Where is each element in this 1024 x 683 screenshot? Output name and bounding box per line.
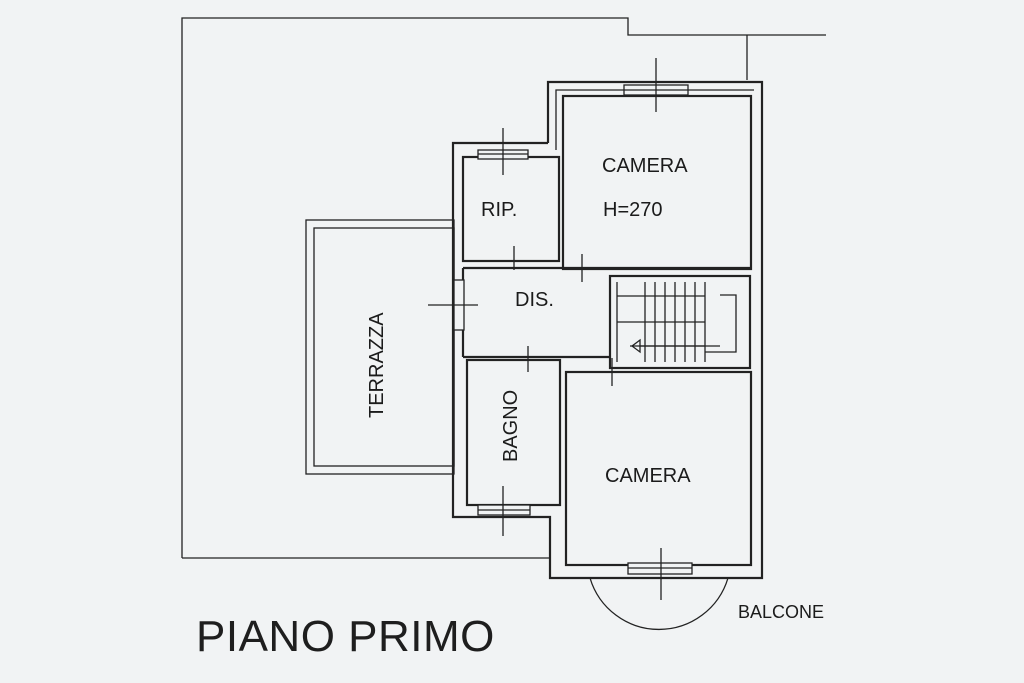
window-dis bbox=[428, 279, 478, 331]
staircase bbox=[616, 282, 737, 362]
room-label-dis: DIS. bbox=[515, 289, 554, 311]
window-top-camera bbox=[623, 58, 689, 112]
window-rip bbox=[477, 128, 529, 175]
window-bottom-camera bbox=[627, 548, 693, 600]
balcone-arc bbox=[589, 577, 729, 631]
door-marks bbox=[513, 246, 613, 386]
room-label-camera-bottom: CAMERA bbox=[605, 465, 691, 487]
room-label-bagno: BAGNO bbox=[500, 390, 522, 462]
window-bagno bbox=[477, 486, 531, 536]
plan-title: PIANO PRIMO bbox=[196, 612, 495, 661]
room-height-label: H=270 bbox=[603, 199, 663, 221]
room-label-camera-top: CAMERA bbox=[602, 155, 688, 177]
room-label-balcone: BALCONE bbox=[738, 602, 824, 622]
room-label-terrazza: TERRAZZA bbox=[366, 312, 388, 418]
room-label-rip: RIP. bbox=[481, 199, 517, 221]
lot-outline bbox=[181, 17, 826, 559]
